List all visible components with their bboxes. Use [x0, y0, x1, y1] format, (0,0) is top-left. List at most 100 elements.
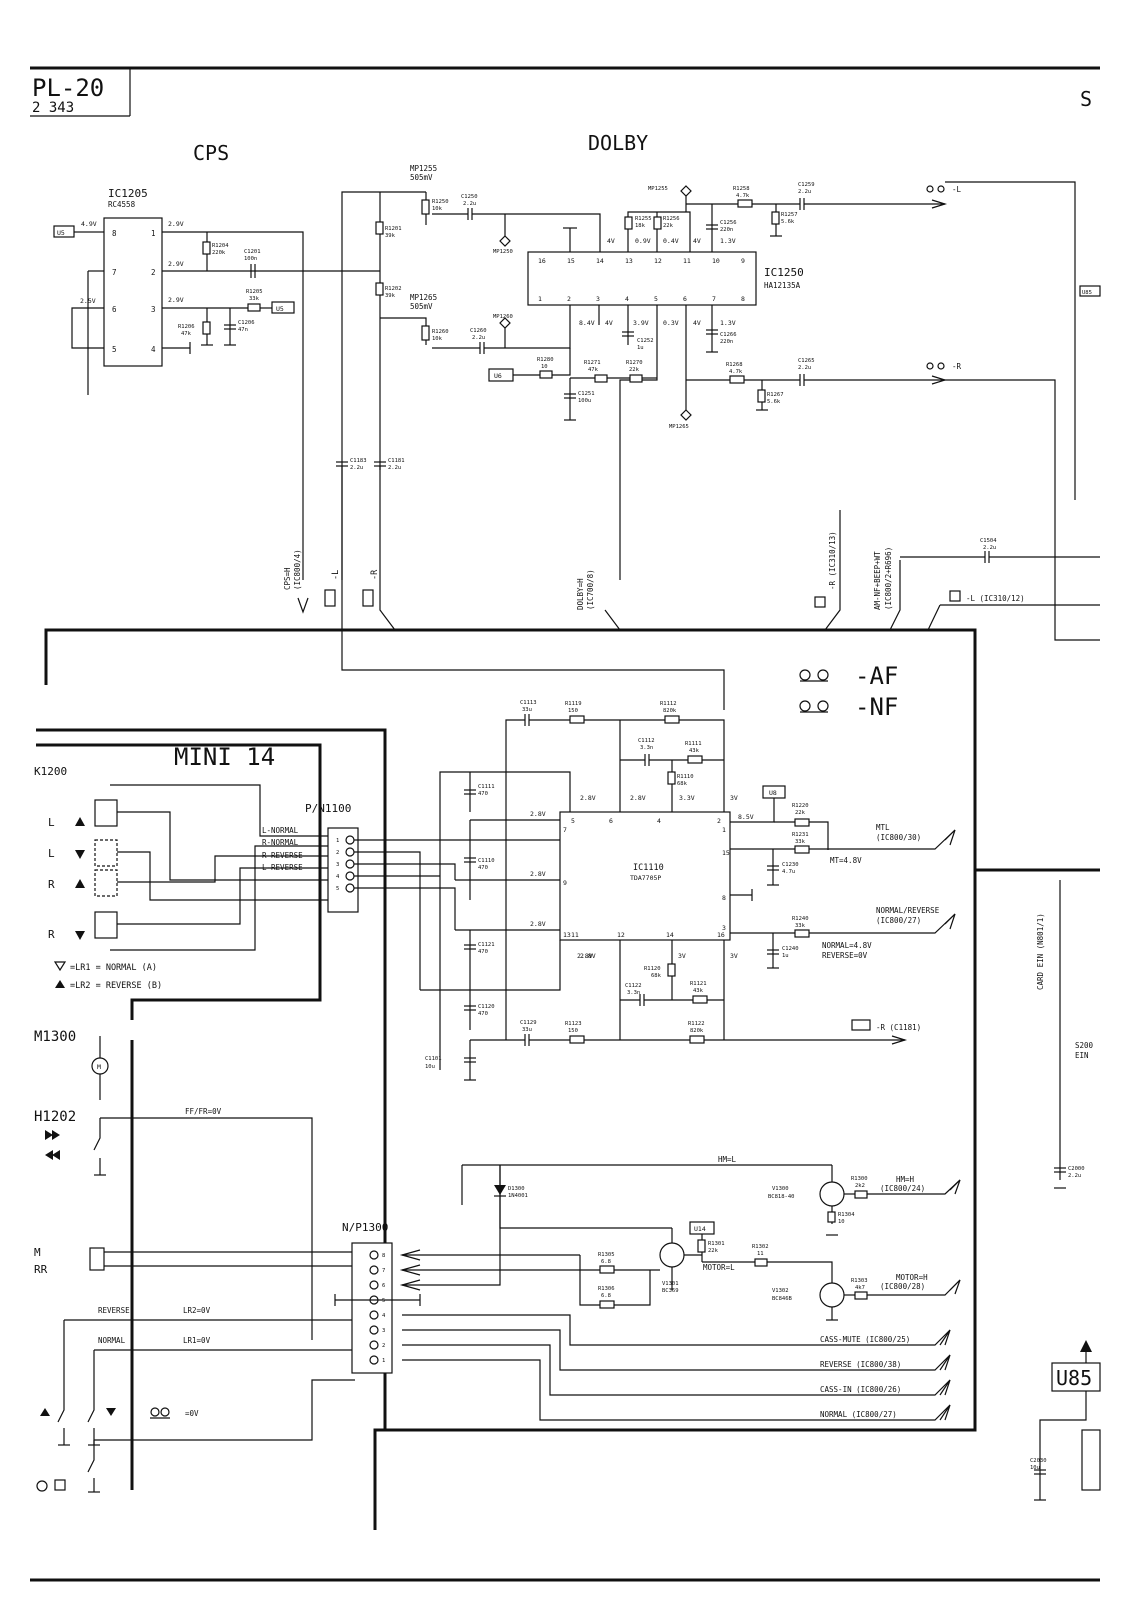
component-value: 505mV	[410, 302, 433, 311]
component-value: 100u	[578, 398, 591, 404]
component-value: 2k2	[855, 1183, 865, 1189]
component-value: 470	[478, 865, 488, 871]
net-tag-u14-label: U14	[694, 1225, 706, 1233]
component-value: 33k	[795, 923, 806, 929]
normal-label: NORMAL	[98, 1336, 126, 1345]
component-ref: R1280	[537, 357, 554, 363]
component-ref: R1304	[838, 1212, 855, 1218]
ic-pin: 14	[596, 257, 604, 265]
connector-pin: 8	[382, 1253, 385, 1259]
corner-letter: S	[1080, 87, 1092, 111]
component-ref: R1305	[598, 1252, 615, 1258]
section-title-cps: CPS	[193, 141, 229, 165]
dolby-wiring: R1201 39k R1202 39k MP1255 505mV R1250 1…	[341, 164, 601, 580]
component-value: 2.2u	[472, 335, 485, 341]
component-ref: C1201	[244, 249, 261, 255]
component-ref: MP1250	[493, 249, 513, 255]
component-value: 43k	[689, 748, 700, 754]
ic-pin: 7	[712, 295, 716, 303]
component-value: 22k	[629, 367, 640, 373]
component-ref: R1240	[792, 916, 809, 922]
component-value: 10k	[432, 206, 443, 212]
component-value: 220k	[212, 250, 226, 256]
m1300-label: M1300	[34, 1029, 76, 1045]
pn1100-label: P/N1100	[305, 802, 351, 815]
component-ref: C1240	[782, 946, 799, 952]
signal-label: (IC800/30)	[876, 833, 921, 842]
signal-label: (IC800/24)	[880, 1184, 925, 1193]
component-ref: C1251	[578, 391, 595, 397]
connector-pin: 5	[382, 1298, 385, 1304]
signal-label: HM=H	[896, 1175, 915, 1184]
ic-pin: 11	[571, 931, 579, 939]
component-ref: MP1260	[493, 314, 513, 320]
ic1110-name: IC1110	[633, 863, 664, 873]
component-ref: C1206	[238, 320, 255, 326]
component-value: 820k	[663, 708, 677, 714]
component-value: 11	[757, 1251, 764, 1257]
component-ref: R1120	[644, 966, 661, 972]
component-ref: R1250	[432, 199, 449, 205]
component-ref: R1119	[565, 701, 582, 707]
lr1-label: LR1=0V	[183, 1336, 211, 1345]
connector-pin: 3	[336, 862, 339, 868]
voltage-label: 3V	[730, 952, 738, 960]
vertical-signal-labels: CPS=H (IC800/4) -L -R DOLBY=H (IC700/8) …	[283, 510, 1100, 631]
signal-label: MOTOR=L	[703, 1263, 735, 1272]
component-value: 150	[568, 708, 578, 714]
ic1205-pin: 6	[112, 305, 117, 314]
component-value: 1u	[637, 345, 644, 351]
ic1205-pin: 4	[151, 345, 156, 354]
title-block-number: 2 343	[32, 100, 74, 116]
signal-label: (IC800/28)	[880, 1282, 925, 1291]
component-ref: C2030	[1030, 1458, 1047, 1464]
signal-label: (IC800/2+R696)	[884, 547, 893, 610]
component-value: 22k	[663, 223, 674, 229]
ic-pin: 15	[722, 849, 730, 857]
component-value: BC818-40	[768, 1194, 795, 1200]
ic-pin: 16	[717, 931, 725, 939]
signal-label: NORMAL=4.8V	[822, 941, 872, 950]
component-ref: C1112	[638, 738, 655, 744]
ic-pin: 5	[571, 817, 575, 825]
deck-note: =LR2 = REVERSE (B)	[70, 981, 162, 991]
component-value: 68k	[677, 781, 688, 787]
component-ref: R1110	[677, 774, 694, 780]
component-value: 3.3n	[627, 990, 640, 996]
wire-label: L-REVERSE	[262, 863, 303, 872]
ic1110: IC1110 TDA7705P 5 6 4 2 7 1 15 9 8 13 11…	[559, 811, 731, 941]
signal-label: REVERSE (IC800/38)	[820, 1360, 901, 1369]
signal-label: -R	[370, 569, 380, 580]
signal-label: NORMAL/REVERSE	[876, 906, 940, 915]
signal-label: REVERSE=0V	[822, 951, 868, 960]
component-value: 1u	[782, 953, 789, 959]
voltage-label: 0.3V	[663, 319, 679, 327]
component-ref: V1301	[662, 1281, 679, 1287]
voltage-label: 3V	[730, 794, 738, 802]
component-value: 33u	[522, 707, 532, 713]
component-ref: C1101	[425, 1056, 442, 1062]
ic-pin: 6	[683, 295, 687, 303]
component-value: 18k	[635, 223, 646, 229]
signal-label: -R (C1181)	[876, 1023, 921, 1032]
voltage-label: 2.9V	[168, 220, 184, 228]
component-ref: C1266	[720, 332, 737, 338]
ic-pin: 2	[717, 817, 721, 825]
ic-pin: 8	[741, 295, 745, 303]
voltage-label: 4V	[605, 319, 613, 327]
signal-label: CASS-IN (IC800/26)	[820, 1385, 901, 1394]
component-value: BC369	[662, 1288, 679, 1294]
signal-label: MTL	[876, 823, 890, 832]
component-ref: MP1265	[669, 424, 689, 430]
component-ref: R1201	[385, 226, 402, 232]
ic-pin: 3	[596, 295, 600, 303]
ic1110-part: TDA7705P	[630, 874, 661, 882]
net-tag-u85-label: U85	[1082, 290, 1092, 296]
component-ref: R1231	[792, 832, 809, 838]
component-ref: C1252	[637, 338, 654, 344]
component-ref: C1265	[798, 358, 815, 364]
voltage-label: 8.5V	[738, 813, 754, 821]
component-ref: R1202	[385, 286, 402, 292]
signal-label: (IC700/8)	[586, 569, 595, 610]
component-value: 4.7k	[729, 369, 743, 375]
